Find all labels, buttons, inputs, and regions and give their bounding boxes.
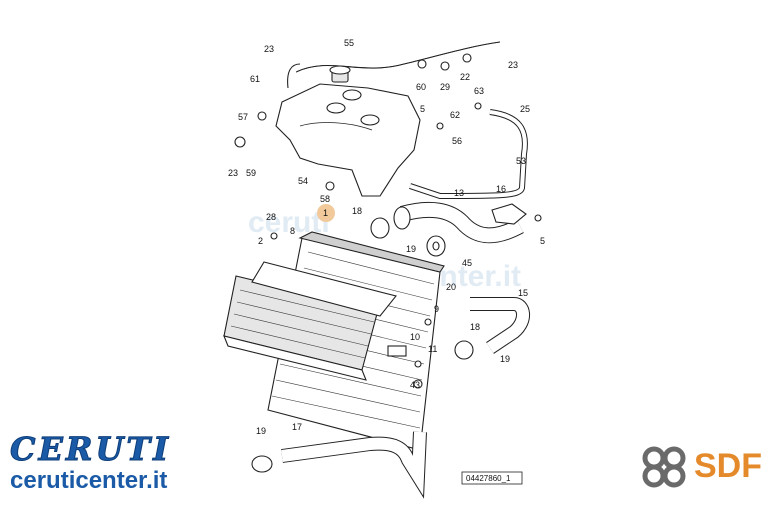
callout-label: 5 bbox=[420, 104, 425, 114]
callout-label: 45 bbox=[462, 258, 472, 268]
callout-label: 59 bbox=[246, 168, 256, 178]
gasket-16 bbox=[491, 203, 527, 225]
callout-label: 29 bbox=[440, 82, 450, 92]
dealer-website: ceruticenter.it bbox=[10, 467, 168, 494]
callout-label: 16 bbox=[496, 184, 506, 194]
callout-label: 28 bbox=[266, 212, 276, 222]
maker-logo-text: SDF bbox=[694, 447, 762, 485]
callout-label: 62 bbox=[450, 110, 460, 120]
reference-code: 04427860_1 bbox=[466, 474, 511, 483]
callout-label: 61 bbox=[250, 74, 260, 84]
callout-labels: 23 55 22 23 61 60 29 5 62 63 25 57 56 53… bbox=[228, 38, 545, 436]
callout-label: 11 bbox=[428, 344, 437, 354]
callout-label: 19 bbox=[256, 426, 266, 436]
callout-label: 63 bbox=[474, 86, 484, 96]
callout-label: 25 bbox=[520, 104, 530, 114]
callout-label: 5 bbox=[540, 236, 545, 246]
expansion-tank bbox=[275, 65, 421, 197]
callout-label: 19 bbox=[500, 354, 510, 364]
callout-label: 18 bbox=[470, 322, 480, 332]
callout-label: 20 bbox=[446, 282, 456, 292]
hose-clip-19 bbox=[251, 455, 273, 473]
callout-label: 1 bbox=[323, 208, 328, 218]
callout-label: 55 bbox=[344, 38, 354, 48]
callout-label: 2 bbox=[258, 236, 263, 246]
callout-label: 43 bbox=[410, 380, 420, 390]
callout-label: 10 bbox=[410, 332, 420, 342]
bypass-pipe bbox=[409, 109, 528, 200]
callout-label: 22 bbox=[460, 72, 470, 82]
callout-label: 9 bbox=[434, 304, 439, 314]
dealer-branding: CERUTI ceruticenter.it bbox=[10, 431, 240, 495]
callout-label: 18 bbox=[352, 206, 362, 216]
callout-label: 57 bbox=[238, 112, 248, 122]
callout-label: 8 bbox=[290, 226, 295, 236]
callout-label: 15 bbox=[518, 288, 528, 298]
reference-code-box bbox=[461, 471, 523, 485]
hose-clip-right-19 bbox=[454, 340, 474, 360]
callout-label: 19 bbox=[406, 244, 416, 254]
callout-label: 56 bbox=[452, 136, 462, 146]
fasteners bbox=[234, 53, 542, 389]
callout-label: 23 bbox=[264, 44, 274, 54]
hose-clamp-18 bbox=[370, 217, 390, 239]
callout-label: 23 bbox=[508, 60, 518, 70]
callout-label: 58 bbox=[320, 194, 330, 204]
callout-label: 17 bbox=[292, 422, 302, 432]
sdf-logo-icon bbox=[642, 446, 686, 488]
bracket-10 bbox=[387, 345, 407, 357]
callout-label: 23 bbox=[228, 168, 238, 178]
maker-branding: SDF bbox=[640, 444, 776, 488]
dealer-logo: CERUTI bbox=[10, 430, 172, 468]
callout-label: 60 bbox=[416, 82, 426, 92]
callout-label: 53 bbox=[516, 156, 526, 166]
callout-label: 13 bbox=[454, 188, 464, 198]
highlight-marker bbox=[317, 204, 335, 222]
callout-label: 54 bbox=[298, 176, 308, 186]
